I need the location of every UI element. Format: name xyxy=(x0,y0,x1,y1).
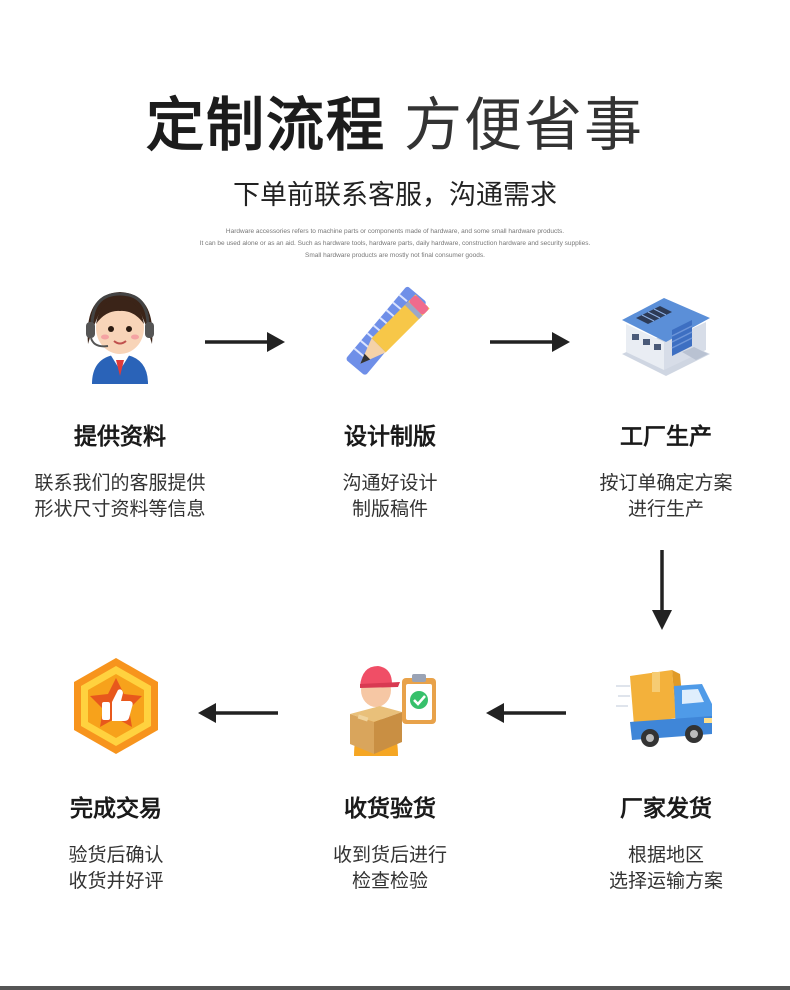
step-desc-line: 验货后确认 xyxy=(68,844,164,866)
title-light: 方便省事 xyxy=(404,91,645,159)
step-description: 收到货后进行 检查检验 xyxy=(265,842,515,894)
step-desc-line: 进行生产 xyxy=(627,498,704,520)
step-title: 设计制版 xyxy=(344,424,436,450)
step-title: 收货验货 xyxy=(344,796,436,822)
fine-print-line: It can be used alone or as an aid. Such … xyxy=(199,240,591,247)
step-desc-line: 制版稿件 xyxy=(351,498,428,520)
step-description: 联系我们的客服提供 形状尺寸资料等信息 xyxy=(0,470,245,522)
step-description: 验货后确认 收货并好评 xyxy=(0,842,241,894)
step-description: 沟通好设计 制版稿件 xyxy=(265,470,515,522)
customer-service-icon xyxy=(86,292,154,384)
arrow-down-icon xyxy=(652,550,672,630)
delivery-truck-icon xyxy=(616,670,712,747)
step-desc-line: 形状尺寸资料等信息 xyxy=(34,498,206,520)
step-desc-line: 沟通好设计 xyxy=(342,472,438,494)
step-desc-line: 收货并好评 xyxy=(68,870,164,892)
step-desc-line: 按订单确定方案 xyxy=(599,472,733,494)
fine-print-line: Hardware accessories refers to machine p… xyxy=(225,228,565,235)
step-desc-line: 选择运输方案 xyxy=(608,870,723,892)
step-desc-line: 检查检验 xyxy=(351,870,428,892)
title-bold: 定制流程 xyxy=(145,91,386,159)
step-desc-line: 联系我们的客服提供 xyxy=(34,472,206,494)
step-desc-line: 收到货后进行 xyxy=(332,844,447,866)
step-title: 厂家发货 xyxy=(620,796,712,822)
courier-checklist-icon xyxy=(350,666,436,756)
arrow-right-icon xyxy=(205,332,285,352)
fine-print-line: Small hardware products are mostly not f… xyxy=(305,252,485,259)
page-title: 定制流程方便省事 xyxy=(0,90,790,160)
arrow-left-icon xyxy=(198,703,278,723)
thumbs-up-badge-icon xyxy=(74,658,158,754)
factory-icon xyxy=(622,298,710,376)
arrow-right-icon xyxy=(490,332,570,352)
step-title: 提供资料 xyxy=(74,424,166,450)
step-desc-line: 根据地区 xyxy=(627,844,704,866)
bottom-divider xyxy=(0,986,790,990)
step-description: 按订单确定方案 进行生产 xyxy=(541,470,790,522)
step-description: 根据地区 选择运输方案 xyxy=(541,842,790,894)
arrow-left-icon xyxy=(486,703,566,723)
step-title: 完成交易 xyxy=(70,796,162,822)
pencil-ruler-icon xyxy=(346,286,430,375)
subtitle: 下单前联系客服，沟通需求 xyxy=(233,180,557,211)
step-title: 工厂生产 xyxy=(620,424,712,450)
fine-print: Hardware accessories refers to machine p… xyxy=(0,226,790,262)
